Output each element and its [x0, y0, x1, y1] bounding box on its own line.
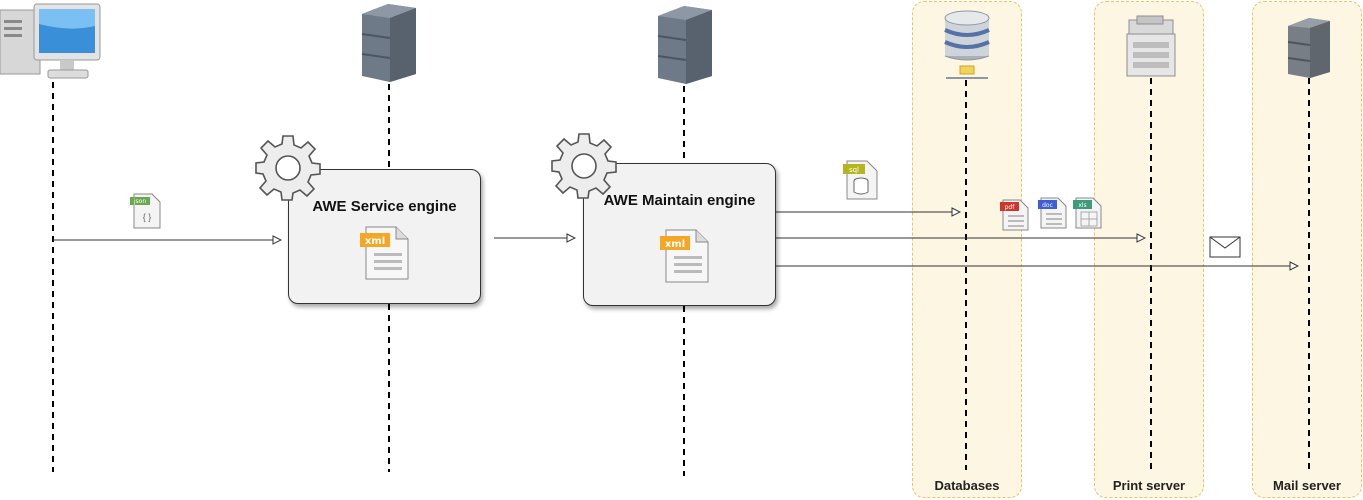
server-tower-icon	[1287, 18, 1330, 78]
json-file-icon: json { }	[130, 193, 161, 229]
svg-text:{ }: { }	[143, 212, 152, 222]
printer-icon	[1126, 15, 1176, 77]
xml-file-tag: xml	[365, 236, 385, 247]
xml-file-icon: xml	[660, 229, 709, 283]
xml-file-tag: xml	[665, 239, 685, 250]
server-tower-icon	[361, 4, 416, 82]
xml-file-icon: xml	[360, 226, 409, 280]
service-engine-box[interactable]: AWE Service engine	[288, 169, 481, 304]
mail-server-lane: Mail server	[1252, 1, 1362, 498]
mail-server-lane-label: Mail server	[1273, 478, 1341, 493]
databases-lane-label: Databases	[934, 478, 1000, 493]
gear-icon	[551, 133, 617, 199]
doc-file-icon: doc	[1038, 197, 1067, 229]
desktop-computer-icon	[0, 3, 101, 79]
xls-file-tag: xls	[1078, 202, 1086, 209]
pdf-file-icon: pdf	[1000, 199, 1029, 231]
envelope-icon	[1209, 236, 1241, 258]
sql-file-icon: sql	[843, 160, 878, 200]
database-icon	[944, 10, 990, 79]
pdf-file-tag: pdf	[1005, 204, 1016, 211]
gear-icon	[255, 135, 321, 201]
server-tower-icon	[657, 6, 712, 84]
xls-file-icon: xls	[1073, 197, 1102, 229]
service-engine-title: AWE Service engine	[312, 198, 457, 215]
doc-file-tag: doc	[1042, 202, 1053, 209]
print-server-lane-label: Print server	[1112, 478, 1186, 493]
sql-file-tag: sql	[849, 166, 859, 174]
maintain-engine-title: AWE Maintain engine	[603, 192, 756, 209]
json-file-tag: json	[133, 198, 146, 205]
print-server-lane: Print server	[1094, 1, 1204, 498]
